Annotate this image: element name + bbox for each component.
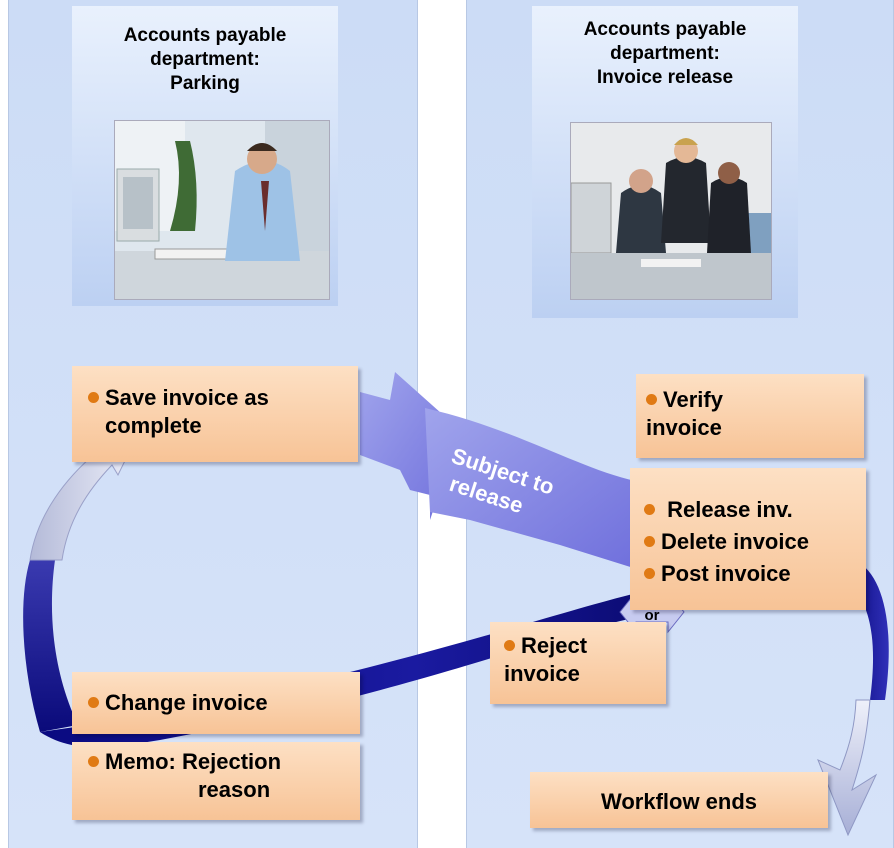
change-invoice-label: Change invoice xyxy=(105,690,268,715)
bullet-icon xyxy=(88,696,99,708)
box-release-actions: Release inv. Delete invoice Post invoice xyxy=(630,468,866,610)
photo-release-team xyxy=(570,122,772,300)
box-verify-invoice: Verify invoice xyxy=(636,374,864,458)
loop-arrow-dark xyxy=(23,560,78,732)
subject-arrow-head xyxy=(425,408,640,570)
workflow-ends-label: Workflow ends xyxy=(600,789,758,814)
bullet-icon xyxy=(644,503,655,515)
save-invoice-line-2: complete xyxy=(105,413,202,438)
header-release-line-3: Invoice release xyxy=(596,67,734,88)
verify-line-1: Verify xyxy=(663,387,723,412)
header-parking: Accounts payable department: Parking xyxy=(72,6,338,306)
bullet-icon xyxy=(88,755,99,767)
header-release-line-1: Accounts payable xyxy=(583,19,747,40)
or-label: or xyxy=(645,607,660,624)
end-arrow-head xyxy=(817,699,878,837)
bullet-icon xyxy=(644,535,655,547)
memo-line-2: reason xyxy=(198,777,271,802)
release-inv-label: Release inv. xyxy=(667,497,793,522)
box-memo-rejection: Memo: Rejection reason xyxy=(72,742,360,820)
header-parking-line-3: Parking xyxy=(170,73,240,94)
header-release-line-2: department: xyxy=(610,43,720,64)
box-change-invoice: Change invoice xyxy=(72,672,360,734)
photo-parking-clerk xyxy=(114,120,330,300)
bullet-icon xyxy=(504,639,515,651)
bullet-icon xyxy=(646,393,657,405)
reject-line-2: invoice xyxy=(504,661,580,686)
header-parking-line-1: Accounts payable xyxy=(123,25,287,46)
memo-line-1: Memo: Rejection xyxy=(105,749,282,774)
save-invoice-line-1: Save invoice as xyxy=(105,385,269,410)
bullet-icon xyxy=(88,391,99,403)
box-workflow-ends: Workflow ends xyxy=(530,772,828,828)
post-invoice-label: Post invoice xyxy=(661,561,791,586)
verify-line-2: invoice xyxy=(646,415,722,440)
reject-line-1: Reject xyxy=(521,633,588,658)
header-invoice-release: Accounts payable department: Invoice rel… xyxy=(532,6,798,318)
header-parking-line-2: department: xyxy=(150,49,260,70)
bullet-icon xyxy=(644,567,655,579)
delete-invoice-label: Delete invoice xyxy=(661,529,809,554)
box-reject-invoice: Reject invoice xyxy=(490,622,666,704)
box-save-invoice: Save invoice as complete xyxy=(72,366,358,462)
